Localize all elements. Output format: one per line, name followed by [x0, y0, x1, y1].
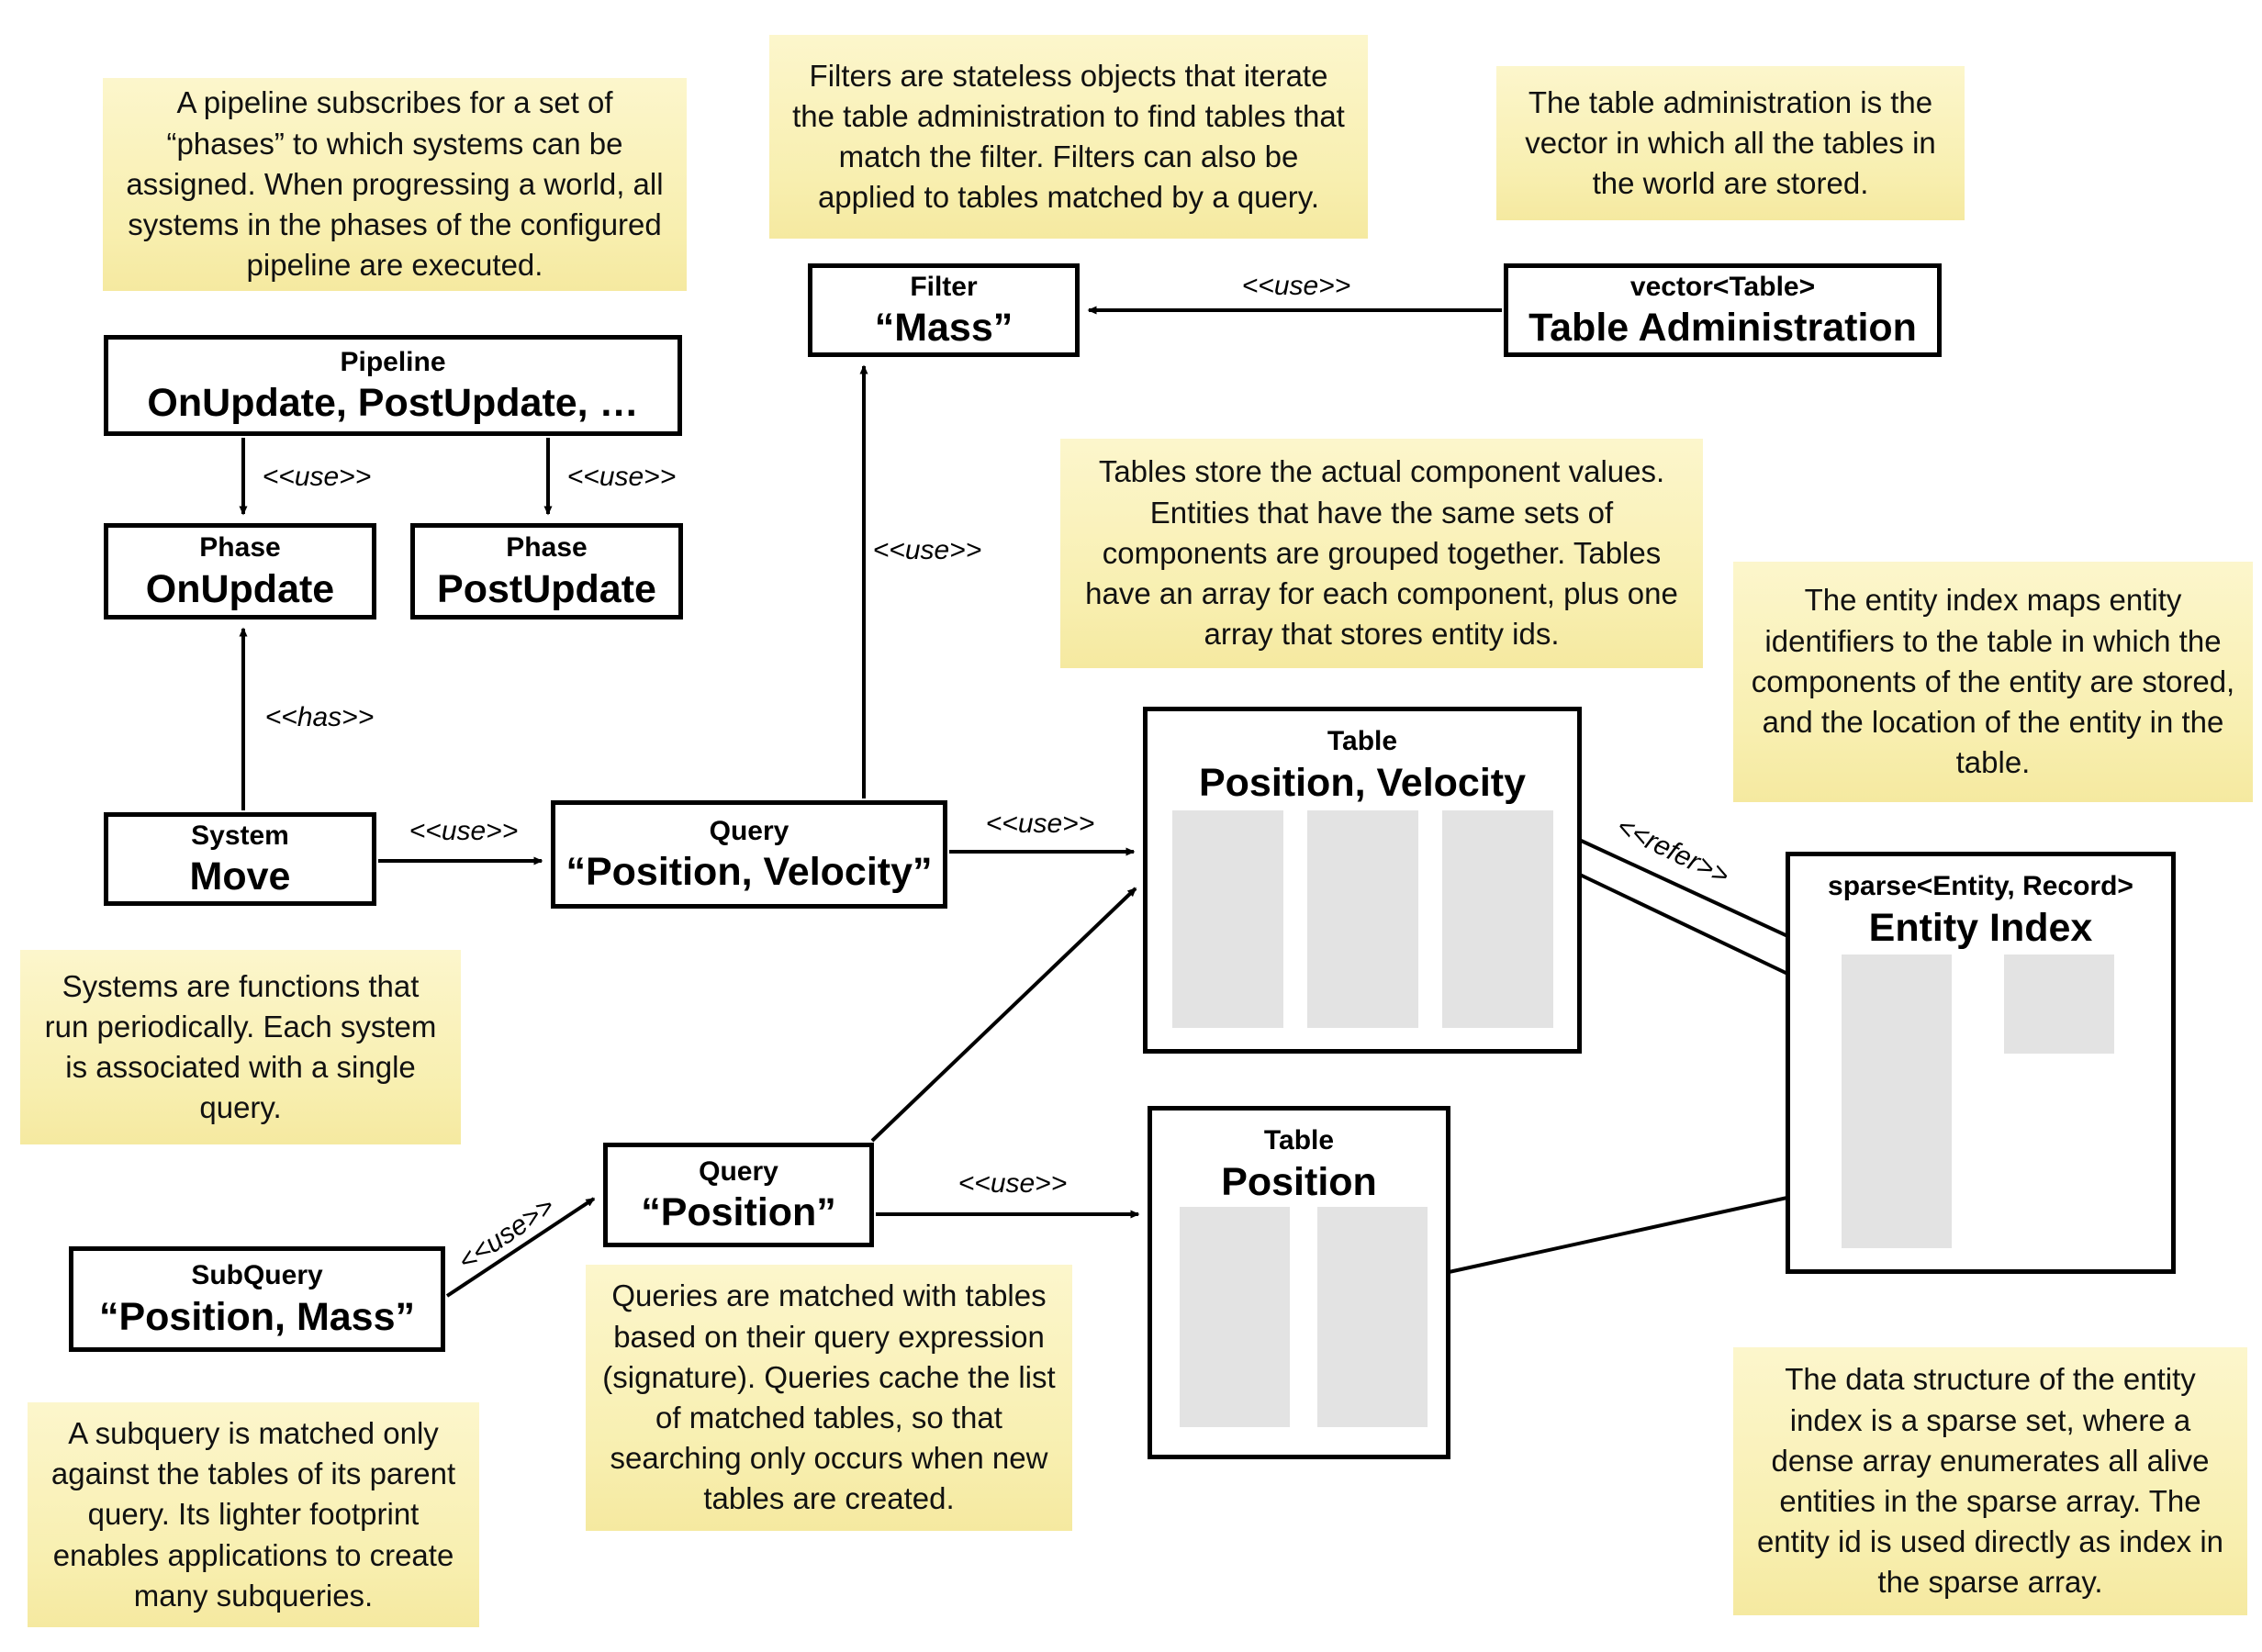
box-entity-index-body: Entity Index	[1868, 905, 2093, 950]
box-table-administration: vector<Table> Table Administration	[1504, 263, 1942, 357]
box-table-position-body: Position	[1221, 1159, 1377, 1204]
note-filters: Filters are stateless objects that itera…	[769, 35, 1368, 239]
box-pipeline-title: Pipeline	[340, 346, 446, 377]
box-phase-postupdate-body: PostUpdate	[437, 566, 656, 611]
box-table-position-velocity-array-bar-3	[1442, 810, 1553, 1028]
box-subquery-position-mass-title: SubQuery	[191, 1260, 323, 1291]
box-filter-mass-title: Filter	[910, 271, 978, 302]
box-system-move-body: Move	[189, 854, 291, 899]
box-pipeline-body: OnUpdate, PostUpdate, …	[147, 381, 639, 426]
arrow-queryp-to-table-pv	[870, 887, 1137, 1143]
box-table-position-velocity-array-bar-2	[1307, 810, 1418, 1028]
label-use-pipeline-onupdate: <<use>>	[262, 462, 372, 492]
note-sparse-set: The data structure of the entity index i…	[1733, 1347, 2247, 1615]
label-use-query-tablep: <<use>>	[957, 1168, 1068, 1199]
label-use-pipeline-postupdate: <<use>>	[566, 462, 677, 492]
box-query-position-body: “Position”	[641, 1190, 836, 1235]
label-use-move-query: <<use>>	[409, 816, 519, 846]
box-table-position-array-bar-1	[1180, 1207, 1290, 1427]
box-subquery-position-mass: SubQuery“Position, Mass”	[69, 1246, 445, 1352]
box-query-position-velocity-body: “Position, Velocity”	[566, 850, 933, 895]
arrow-entityindex-to-table-p	[1430, 1184, 1842, 1278]
note-systems: Systems are functions that run periodica…	[20, 950, 461, 1144]
label-has-system-phase: <<has>>	[264, 702, 375, 732]
box-filter-mass: Filter “Mass”	[808, 263, 1080, 357]
box-phase-onupdate-body: OnUpdate	[145, 566, 335, 611]
label-use-query-filter: <<use>>	[872, 535, 982, 565]
note-tables: Tables store the actual component values…	[1060, 439, 1703, 668]
box-system-move-title: System	[191, 820, 289, 851]
label-use-subquery-query: <<use>>	[453, 1190, 561, 1278]
note-pipeline: A pipeline subscribes for a set of “phas…	[103, 78, 687, 291]
box-table-administration-title: vector<Table>	[1629, 271, 1816, 302]
box-entity-index-array-bar-1	[1842, 954, 1952, 1248]
note-subquery: A subquery is matched only against the t…	[28, 1402, 479, 1627]
box-table-position-velocity-body: Position, Velocity	[1198, 760, 1527, 805]
note-table-administration: The table administration is the vector i…	[1496, 66, 1965, 220]
box-subquery-position-mass-body: “Position, Mass”	[98, 1294, 416, 1339]
box-query-position-velocity-title: Query	[709, 815, 789, 846]
note-entity-index: The entity index maps entity identifiers…	[1733, 562, 2253, 802]
box-filter-mass-body: “Mass”	[874, 306, 1013, 351]
box-query-position-title: Query	[699, 1155, 778, 1187]
label-use-tableadmin-filter: <<use>>	[1241, 271, 1351, 301]
box-phase-postupdate-title: Phase	[506, 532, 588, 564]
box-entity-index-title: sparse<Entity, Record>	[1828, 871, 2133, 901]
box-entity-index-array-bar-2	[2004, 954, 2114, 1054]
box-query-position: Query“Position”	[603, 1143, 874, 1247]
label-use-query-tablepv: <<use>>	[985, 809, 1095, 839]
note-queries: Queries are matched with tables based on…	[586, 1265, 1072, 1531]
box-query-position-velocity: Query “Position, Velocity”	[551, 800, 947, 909]
label-refer-entityindex-table: <<refer>>	[1611, 810, 1734, 892]
box-table-position-array-bar-2	[1317, 1207, 1428, 1427]
box-table-position-velocity-array-bar-1	[1172, 810, 1283, 1028]
box-table-position-title: Table	[1263, 1125, 1335, 1155]
box-table-administration-body: Table Administration	[1529, 306, 1917, 351]
box-phase-onupdate-title: Phase	[199, 532, 281, 564]
box-table-position-velocity-title: Table	[1327, 726, 1398, 756]
